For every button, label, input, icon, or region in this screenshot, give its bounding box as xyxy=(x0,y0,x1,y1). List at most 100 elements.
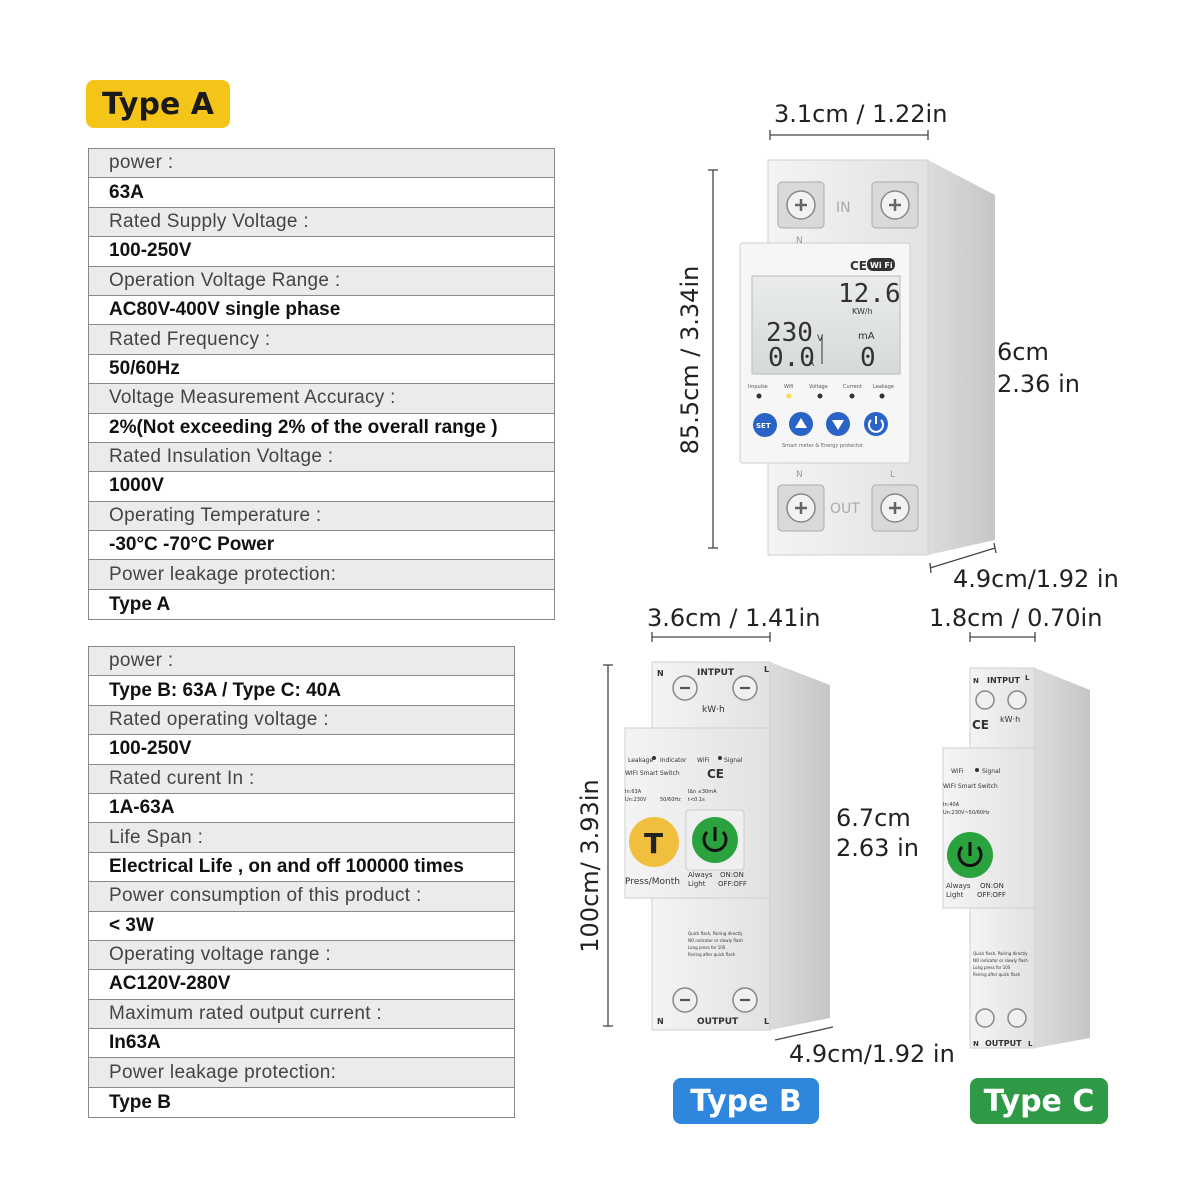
spec-label: Power leakage protection: xyxy=(89,560,554,590)
svg-text:L: L xyxy=(764,665,769,674)
svg-text:WiFi: WiFi xyxy=(951,768,963,775)
spec-label: Rated Frequency : xyxy=(89,325,554,355)
svg-text:0: 0 xyxy=(860,343,876,373)
type-bc-spec-table: power : Type B: 63A / Type C: 40A Rated … xyxy=(88,646,515,1119)
spec-value: 1A-63A xyxy=(89,793,514,824)
type-b-base-dim: 4.9cm/1.92 in xyxy=(789,1040,955,1068)
svg-text:N: N xyxy=(973,677,979,685)
svg-text:Signal: Signal xyxy=(724,757,743,764)
svg-text:OUT: OUT xyxy=(830,501,860,517)
svg-text:Long press for 10S: Long press for 10S xyxy=(688,945,726,950)
type-b-depth-dim-in: 2.63 in xyxy=(836,834,919,862)
svg-text:0.0: 0.0 xyxy=(768,343,815,373)
type-a-base-dim: 4.9cm/1.92 in xyxy=(953,565,1119,593)
svg-text:Smart meter & Energy protector: Smart meter & Energy protector xyxy=(782,443,864,449)
svg-text:Signal: Signal xyxy=(982,768,1001,775)
svg-text:WIFI Smart Switch: WIFI Smart Switch xyxy=(943,783,998,790)
svg-text:L: L xyxy=(764,1017,769,1026)
svg-text:Leakage: Leakage xyxy=(873,384,894,390)
spec-label: Rated curent In : xyxy=(89,764,514,794)
svg-text:Quick flash, Pairing directly: Quick flash, Pairing directly xyxy=(688,931,743,936)
svg-text:In:40A: In:40A xyxy=(943,802,960,808)
type-b-width-dim: 3.6cm / 1.41in xyxy=(647,604,821,632)
svg-text:N: N xyxy=(796,236,803,246)
svg-text:Wifi: Wifi xyxy=(784,384,793,390)
svg-text:Current: Current xyxy=(843,384,862,390)
spec-value: AC120V-280V xyxy=(89,970,514,1000)
svg-text:WIFI Smart Switch: WIFI Smart Switch xyxy=(625,770,680,777)
svg-text:WiFi: WiFi xyxy=(697,757,709,764)
svg-text:Un:230V: Un:230V xyxy=(625,797,647,803)
svg-text:N: N xyxy=(657,1017,664,1026)
svg-text:Pairing after quick flash: Pairing after quick flash xyxy=(973,972,1021,977)
svg-text:ON:ON: ON:ON xyxy=(980,882,1004,890)
svg-text:OUTPUT: OUTPUT xyxy=(985,1039,1022,1048)
type-b-badge: Type B xyxy=(673,1078,819,1124)
spec-value: < 3W xyxy=(89,911,514,941)
svg-text:N: N xyxy=(796,470,803,480)
svg-text:Always: Always xyxy=(946,882,971,890)
spec-label: Power leakage protection: xyxy=(89,1058,514,1088)
spec-label: Voltage Measurement Accuracy : xyxy=(89,384,554,414)
svg-text:Always: Always xyxy=(688,871,713,879)
spec-label: Rated operating voltage : xyxy=(89,705,514,736)
type-c-device: INTPUT N L OUTPUT N L CE kW·h WiFi Signa… xyxy=(942,667,1090,1049)
type-b-device: INTPUT N L OUTPUT N L kW·h Leakage Indic… xyxy=(624,661,830,1031)
svg-text:NO indicator or slowly flash: NO indicator or slowly flash xyxy=(973,958,1028,963)
spec-label: Life Span : xyxy=(89,823,514,853)
spec-label: power : xyxy=(89,149,554,179)
svg-text:IN: IN xyxy=(836,200,851,216)
svg-text:kW·h: kW·h xyxy=(1000,715,1020,724)
svg-text:V: V xyxy=(817,334,824,344)
svg-text:50/60Hz: 50/60Hz xyxy=(660,797,681,803)
svg-text:INTPUT: INTPUT xyxy=(987,676,1020,685)
svg-text:Quick flash, Pairing directly: Quick flash, Pairing directly xyxy=(973,951,1028,956)
spec-label: Rated Insulation Voltage : xyxy=(89,442,554,473)
type-b-depth-dim: 6.7cm xyxy=(836,804,911,832)
svg-text:Light: Light xyxy=(946,891,964,899)
svg-text:CE: CE xyxy=(972,718,989,732)
spec-value: 1000V xyxy=(89,472,554,502)
type-a-buttons: SET xyxy=(753,412,888,437)
svg-text:N: N xyxy=(657,669,664,678)
svg-text:Pairing after quick flash: Pairing after quick flash xyxy=(688,952,736,957)
svg-text:Press/Month: Press/Month xyxy=(625,877,680,887)
svg-text:Long press for 10S: Long press for 10S xyxy=(973,965,1011,970)
svg-text:OFF:OFF: OFF:OFF xyxy=(977,891,1006,899)
type-a-width-dim: 3.1cm / 1.22in xyxy=(774,100,948,128)
spec-label: Rated Supply Voltage : xyxy=(89,207,554,238)
spec-value: Type A xyxy=(89,589,554,620)
spec-value: 2%(Not exceeding 2% of the overall range… xyxy=(89,413,554,443)
svg-text:In:63A: In:63A xyxy=(625,789,642,795)
svg-text:Leakage: Leakage xyxy=(628,757,653,764)
spec-label: Operating voltage range : xyxy=(89,940,514,971)
spec-label: power : xyxy=(89,647,514,677)
svg-text:KW/h: KW/h xyxy=(852,307,873,316)
svg-text:OFF:OFF: OFF:OFF xyxy=(718,880,747,888)
spec-value: In63A xyxy=(89,1029,514,1059)
type-a-badge: Type A xyxy=(86,80,230,128)
svg-text:CE: CE xyxy=(850,259,867,273)
type-c-width-dim: 1.8cm / 0.70in xyxy=(929,604,1103,632)
spec-label: Maximum rated output current : xyxy=(89,999,514,1030)
svg-text:230: 230 xyxy=(766,318,813,348)
spec-value: Type B xyxy=(89,1087,514,1118)
spec-label: Operating Temperature : xyxy=(89,501,554,532)
type-c-badge: Type C xyxy=(970,1078,1108,1124)
spec-label: Operation Voltage Range : xyxy=(89,266,554,296)
svg-text:SET: SET xyxy=(756,422,771,430)
svg-text:Impulse: Impulse xyxy=(748,384,768,390)
type-a-spec-table: power : 63A Rated Supply Voltage : 100-2… xyxy=(88,148,555,621)
svg-text:OUTPUT: OUTPUT xyxy=(697,1017,739,1027)
svg-text:Indicator: Indicator xyxy=(660,757,687,764)
spec-value: 100-250V xyxy=(89,735,514,765)
svg-text:L: L xyxy=(1025,674,1030,682)
svg-text:T: T xyxy=(644,827,663,860)
svg-text:NO indicator or slowly flash: NO indicator or slowly flash xyxy=(688,938,743,943)
svg-text:CE: CE xyxy=(707,767,724,781)
type-a-depth-dim-in: 2.36 in xyxy=(997,370,1080,398)
spec-value: 63A xyxy=(89,178,554,208)
svg-text:IΔn ≤30mA: IΔn ≤30mA xyxy=(688,789,717,795)
svg-text:Light: Light xyxy=(688,880,706,888)
svg-text:t<0.1s: t<0.1s xyxy=(688,797,705,803)
